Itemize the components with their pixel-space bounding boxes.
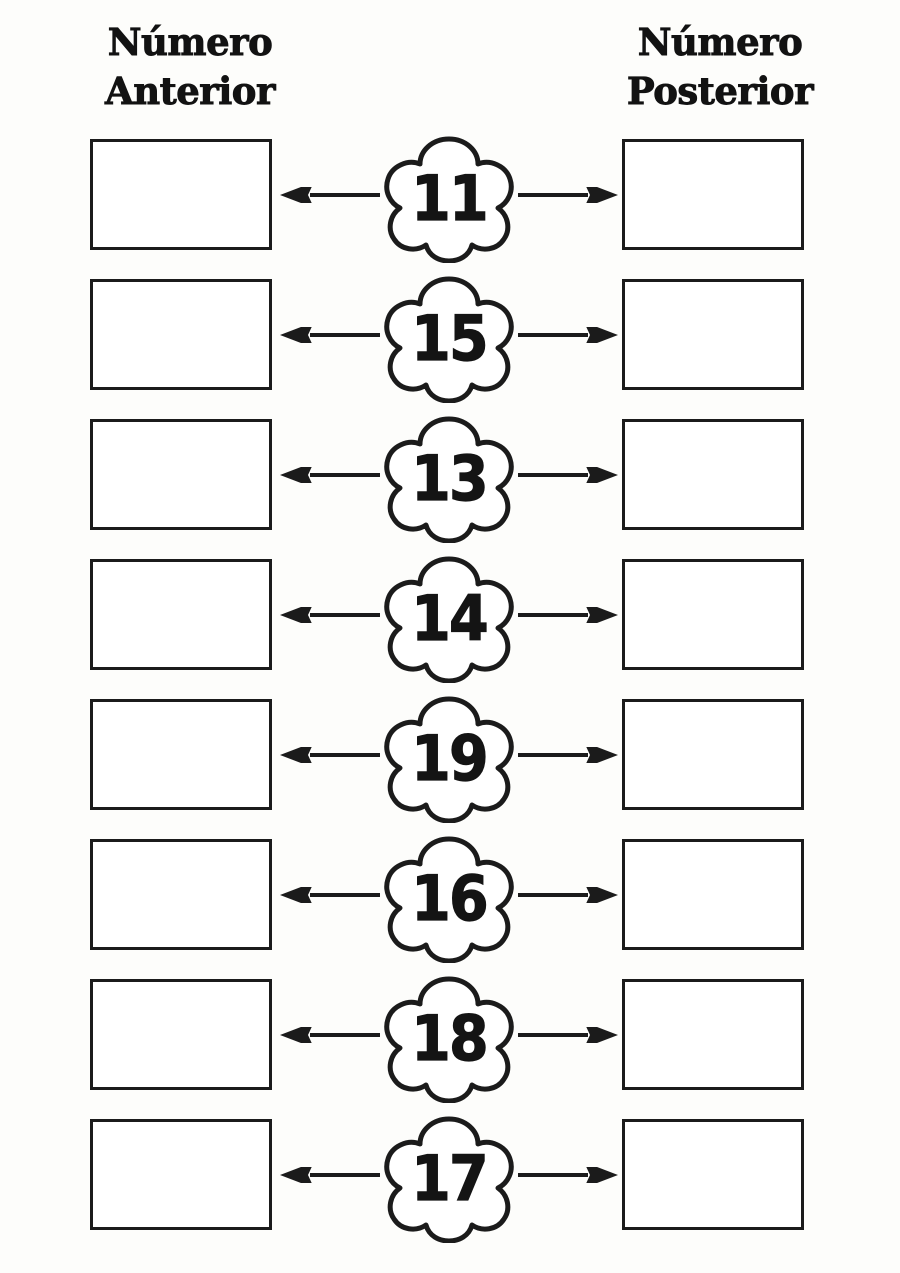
answer-box-posterior-4[interactable] [622,559,804,670]
answer-box-anterior-7[interactable] [90,979,272,1090]
cloud-number-value: 15 [411,301,490,375]
cloud-bubble-icon: 11 [374,133,524,263]
cloud-bubble-icon: 15 [374,273,524,403]
cloud-number-value: 13 [411,441,490,515]
answer-box-posterior-5[interactable] [622,699,804,810]
answer-box-anterior-1[interactable] [90,139,272,250]
cloud-number-value: 11 [411,161,490,235]
cloud-bubble-icon: 18 [374,973,524,1103]
cloud-number-value: 18 [411,1001,490,1075]
exercise-row-7: 18 [0,976,900,1103]
answer-box-posterior-1[interactable] [622,139,804,250]
cloud-bubble-icon: 17 [374,1113,524,1243]
arrow-right-icon [518,747,618,763]
arrow-left-icon [280,327,380,343]
arrow-right-icon [518,607,618,623]
cloud-bubble-icon: 19 [374,693,524,823]
cloud-number-value: 14 [411,581,490,655]
answer-box-anterior-8[interactable] [90,1119,272,1230]
arrow-left-icon [280,467,380,483]
exercise-row-5: 19 [0,696,900,823]
column-header-numero-posterior: Número Posterior [565,18,875,116]
exercise-row-2: 15 [0,276,900,403]
answer-box-anterior-2[interactable] [90,279,272,390]
exercise-row-6: 16 [0,836,900,963]
column-header-posterior-line1: Número [637,20,803,65]
cloud-bubble-icon: 13 [374,413,524,543]
exercise-row-8: 17 [0,1116,900,1243]
arrow-left-icon [280,887,380,903]
answer-box-anterior-6[interactable] [90,839,272,950]
cloud-number-value: 17 [411,1141,490,1215]
column-header-posterior-line2: Posterior [626,69,814,114]
arrow-left-icon [280,187,380,203]
answer-box-posterior-3[interactable] [622,419,804,530]
exercise-row-1: 11 [0,136,900,263]
cloud-number-value: 16 [411,861,490,935]
cloud-number-value: 19 [411,721,490,795]
answer-box-anterior-5[interactable] [90,699,272,810]
answer-box-anterior-3[interactable] [90,419,272,530]
arrow-left-icon [280,1167,380,1183]
arrow-right-icon [518,467,618,483]
column-headers: Número Anterior Número Posterior [0,18,900,118]
arrow-left-icon [280,747,380,763]
cloud-bubble-icon: 14 [374,553,524,683]
exercise-row-3: 13 [0,416,900,543]
answer-box-posterior-8[interactable] [622,1119,804,1230]
answer-box-posterior-7[interactable] [622,979,804,1090]
arrow-right-icon [518,1027,618,1043]
arrow-right-icon [518,327,618,343]
arrow-right-icon [518,887,618,903]
exercise-row-4: 14 [0,556,900,683]
arrow-left-icon [280,1027,380,1043]
column-header-anterior-line1: Número [107,20,273,65]
column-header-numero-anterior: Número Anterior [40,18,340,116]
answer-box-posterior-2[interactable] [622,279,804,390]
arrow-left-icon [280,607,380,623]
arrow-right-icon [518,1167,618,1183]
answer-box-anterior-4[interactable] [90,559,272,670]
cloud-bubble-icon: 16 [374,833,524,963]
answer-box-posterior-6[interactable] [622,839,804,950]
column-header-anterior-line2: Anterior [105,69,276,114]
arrow-right-icon [518,187,618,203]
